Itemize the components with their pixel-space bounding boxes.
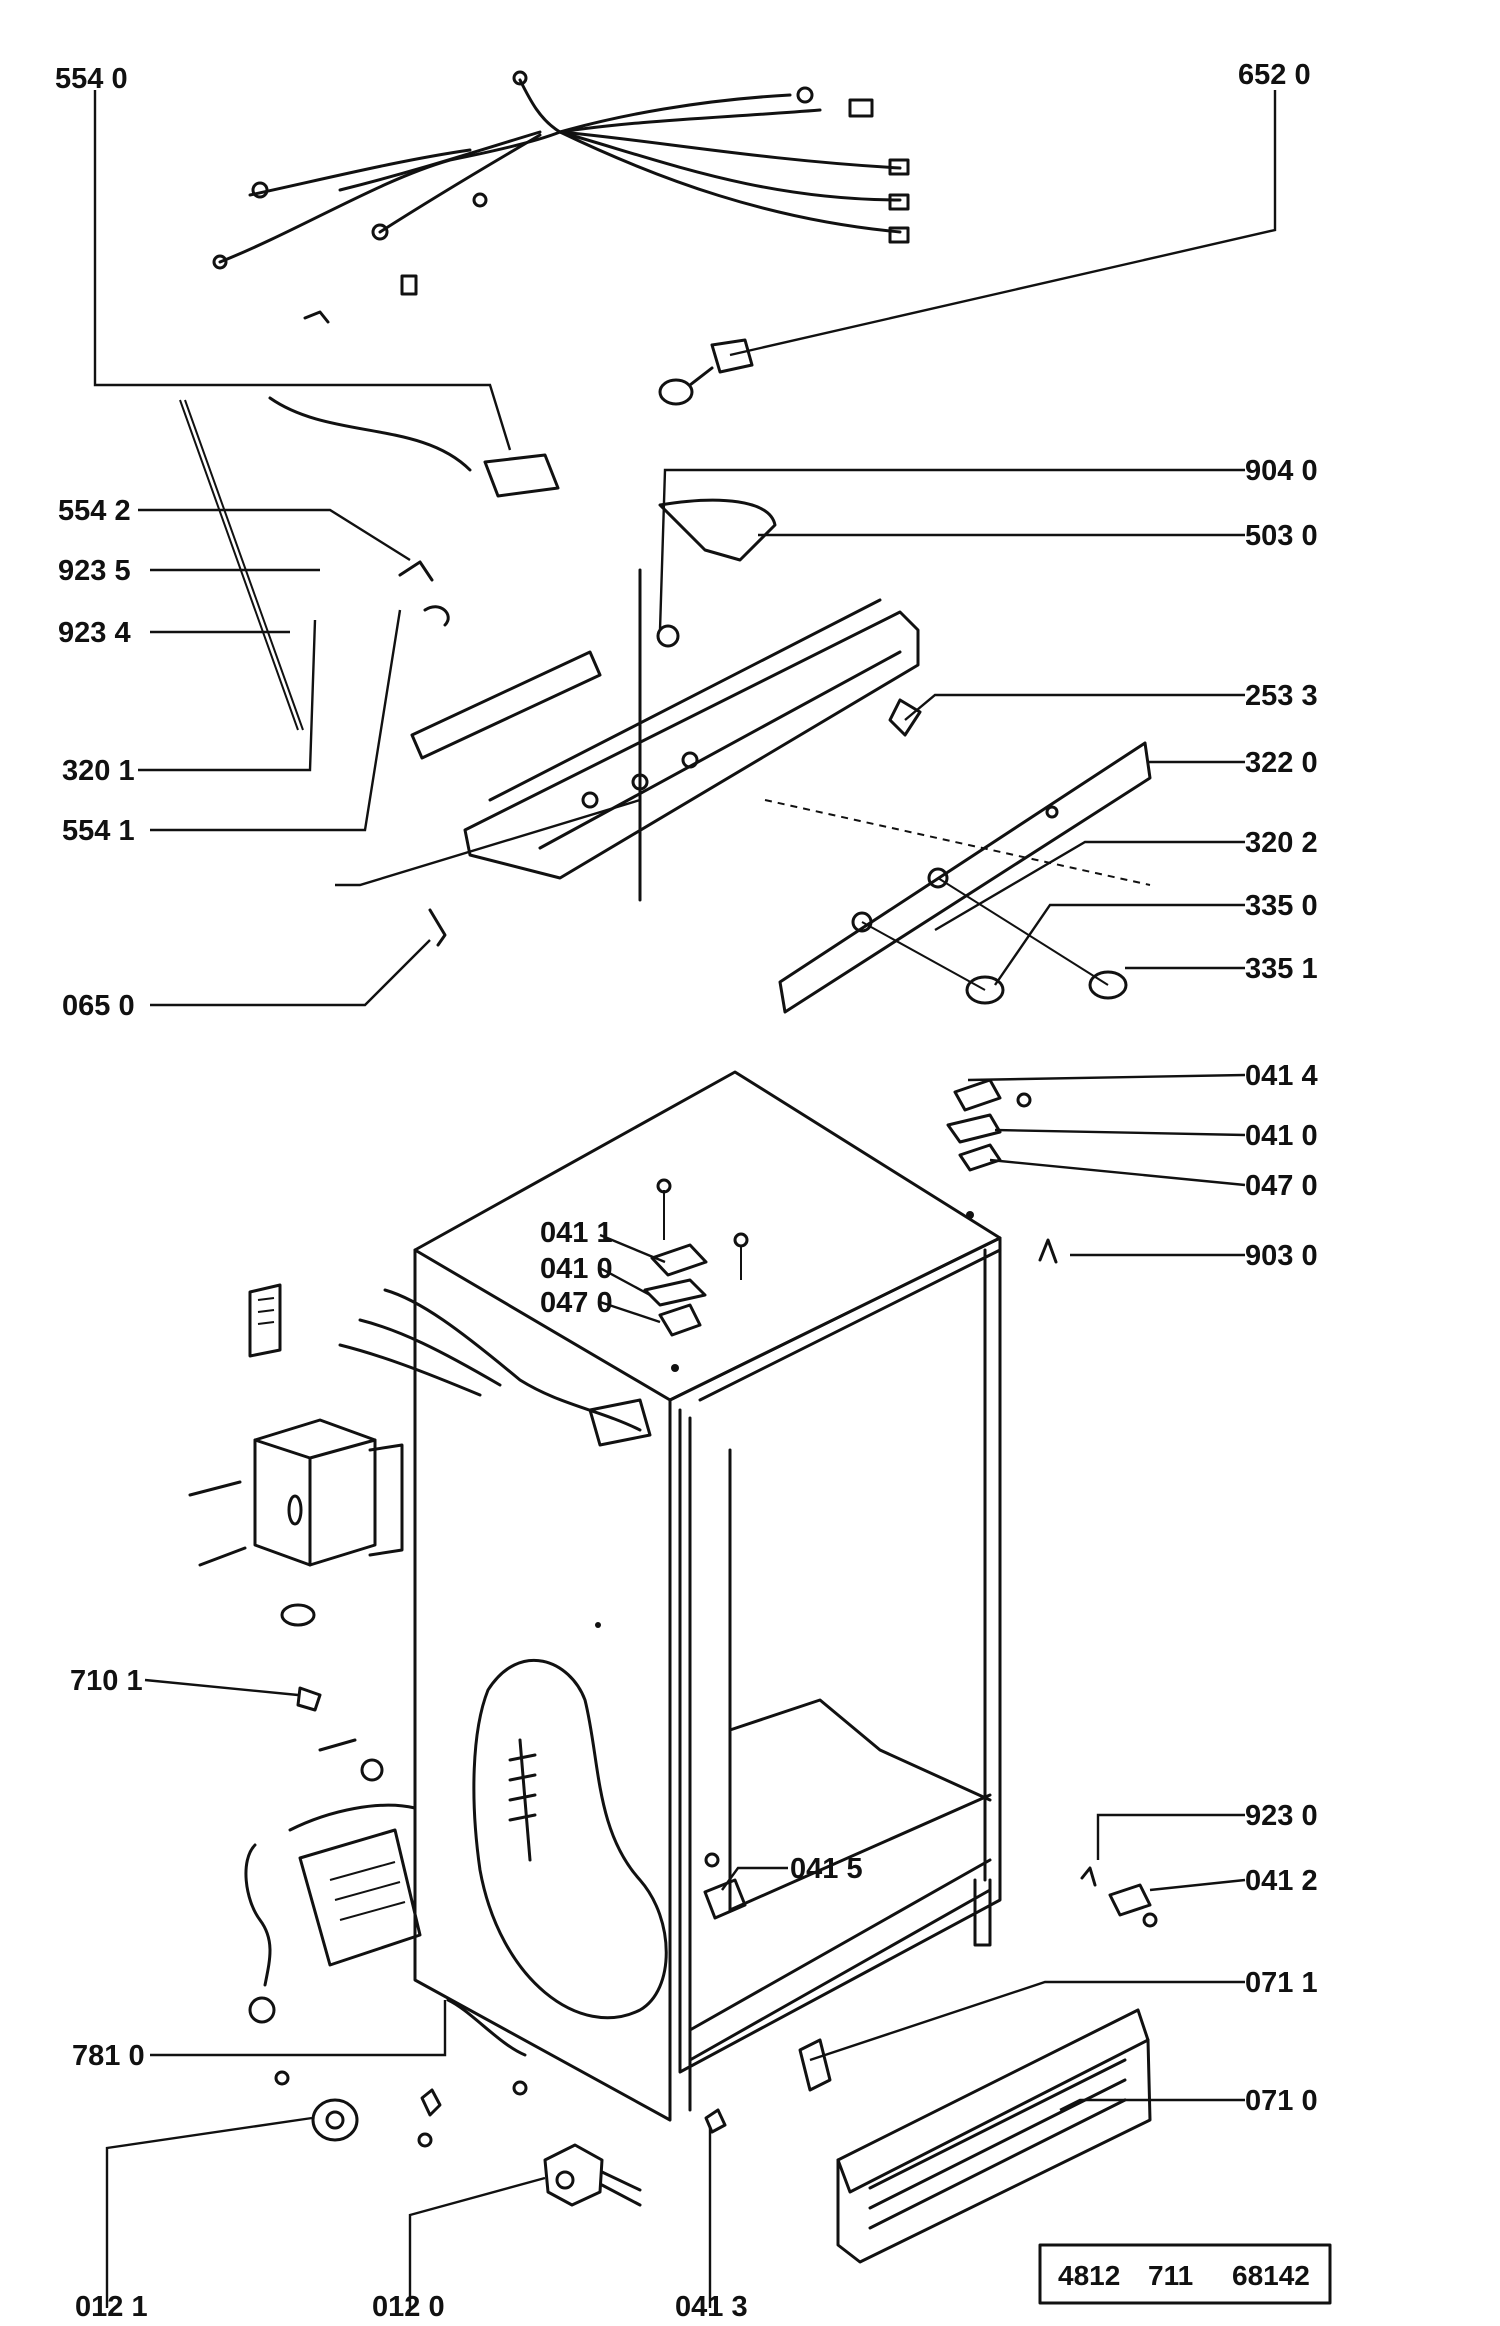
right-foot-parts [1080, 1866, 1158, 1928]
drawing-code-part-a: 4812 [1058, 2260, 1120, 2291]
drawing-code-part-b: 711 [1148, 2260, 1193, 2291]
clip-0413 [704, 2108, 727, 2134]
label-041-1: 041 1 [540, 1217, 613, 1249]
label-041-3: 041 3 [675, 2291, 748, 2323]
clip-0650 [428, 908, 447, 947]
label-041-2: 041 2 [1245, 1865, 1318, 1897]
wiring-left [338, 1288, 652, 1447]
label-923-4: 923 4 [58, 617, 131, 649]
label-554-1: 554 1 [62, 815, 135, 847]
label-012-0: 012 0 [372, 2291, 445, 2323]
label-041-5: 041 5 [790, 1853, 863, 1885]
label-047-0-right: 047 0 [1245, 1170, 1318, 1202]
label-320-1: 320 1 [62, 755, 135, 787]
part-labels: 554 0 652 0 904 0 503 0 554 2 923 5 923 … [55, 59, 1318, 2323]
label-904-0: 904 0 [1245, 455, 1318, 487]
panel-strip [764, 741, 1152, 1014]
grille [798, 2008, 1152, 2264]
feet-012 [274, 2070, 642, 2207]
drain-pipe [446, 1998, 528, 2096]
top-hinge-center [643, 1178, 749, 1337]
power-cord [244, 1738, 422, 2024]
label-065-0: 065 0 [62, 990, 135, 1022]
label-253-3: 253 3 [1245, 680, 1318, 712]
screw-7101 [296, 1686, 322, 1712]
label-335-1: 335 1 [1245, 953, 1318, 985]
label-903-0: 903 0 [1245, 1240, 1318, 1272]
label-710-1: 710 1 [70, 1665, 143, 1697]
drawing-code-part-c: 68142 [1232, 2260, 1310, 2291]
label-923-5: 923 5 [58, 555, 131, 587]
label-041-0-right: 041 0 [1245, 1120, 1318, 1152]
label-923-0: 923 0 [1245, 1800, 1318, 1832]
label-071-1: 071 1 [1245, 1967, 1318, 1999]
thermostat-switch [179, 396, 560, 731]
control-bracket [398, 498, 922, 902]
label-554-0: 554 0 [55, 63, 128, 95]
label-503-0: 503 0 [1245, 520, 1318, 552]
label-335-0: 335 0 [1245, 890, 1318, 922]
label-041-0-center: 041 0 [540, 1253, 613, 1285]
cabinet [413, 1070, 1002, 2122]
label-041-4: 041 4 [1245, 1060, 1318, 1092]
drawing-code-box: 4812 711 68142 [1038, 2243, 1332, 2305]
label-781-0: 781 0 [72, 2040, 145, 2072]
control-knobs [861, 877, 1128, 1005]
top-hinge-right [946, 1078, 1058, 1264]
compressor-box [188, 1418, 404, 1627]
label-322-0: 322 0 [1245, 747, 1318, 779]
label-012-1: 012 1 [75, 2291, 148, 2323]
label-554-2: 554 2 [58, 495, 131, 527]
lamp-and-holder [658, 338, 754, 406]
label-320-2: 320 2 [1245, 827, 1318, 859]
wiring-harness [212, 70, 910, 324]
label-047-0-center: 047 0 [540, 1287, 613, 1319]
relay-box [248, 1283, 282, 1358]
label-071-0: 071 0 [1245, 2085, 1318, 2117]
leader-lines [93, 90, 1277, 2308]
label-652-0: 652 0 [1238, 59, 1311, 91]
